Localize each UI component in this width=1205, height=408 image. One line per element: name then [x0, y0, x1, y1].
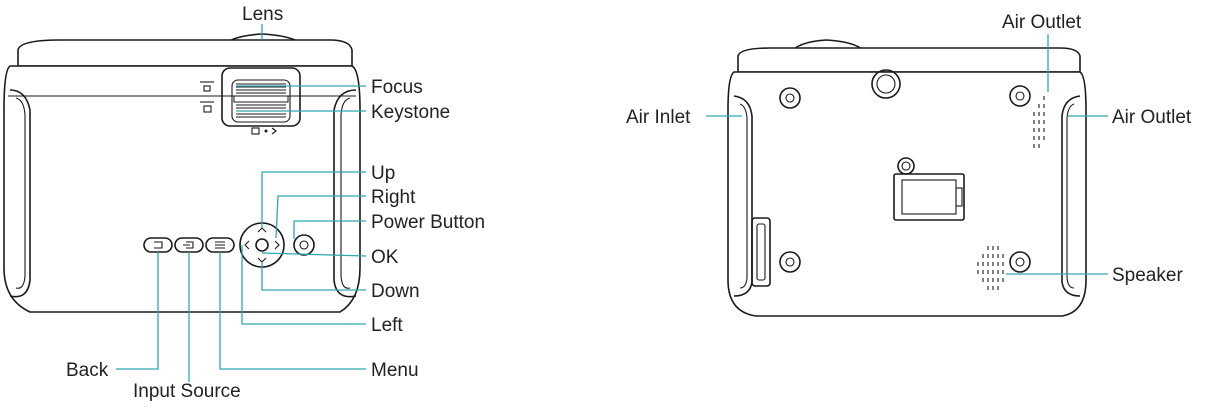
down-label: Down: [371, 281, 420, 302]
left-label: Left: [371, 315, 403, 336]
rear-body: [727, 71, 1087, 317]
rear-leader-lines: [706, 34, 1108, 275]
back-icon: [154, 241, 163, 249]
power-button[interactable]: [293, 234, 315, 256]
rear-top-rim: [737, 47, 1081, 73]
lens-label: Lens: [242, 4, 283, 25]
projector-top-view: Lens Focus Keystone Up Right Power Butto…: [3, 4, 485, 402]
focus-label: Focus: [371, 77, 423, 98]
ok-label: OK: [371, 247, 399, 268]
air-outlet-top-label: Air Outlet: [1002, 12, 1082, 33]
input-source-icon: [183, 241, 194, 249]
left-grip: [9, 89, 31, 298]
menu-label: Menu: [371, 360, 419, 381]
air-outlet-top-vent: [1033, 96, 1045, 148]
air-outlet-right-label: Air Outlet: [1112, 107, 1192, 128]
keystone-indicator-icon: [251, 127, 277, 135]
power-button-label: Power Button: [371, 212, 485, 233]
front-leader-lines: [116, 24, 367, 382]
top-rim: [17, 39, 353, 67]
projector-bottom-view: Air Outlet Air Inlet Air Outlet Speaker: [626, 12, 1192, 317]
rubber-foot: [779, 251, 801, 273]
rubber-foot: [779, 87, 801, 109]
back-label: Back: [66, 360, 109, 381]
rubber-foot: [1009, 85, 1031, 107]
input-source-label: Input Source: [133, 381, 241, 402]
focus-indicator-icon: [200, 81, 214, 113]
ok-button[interactable]: [255, 238, 269, 252]
right-label: Right: [371, 187, 416, 208]
left-arrow-icon[interactable]: [244, 240, 250, 250]
air-inlet-label: Air Inlet: [626, 107, 691, 128]
projector-body: [3, 65, 361, 313]
speaker-grille: [977, 246, 1004, 290]
up-label: Up: [371, 163, 395, 184]
compartment-cover: [893, 157, 965, 221]
rubber-foot: [1009, 251, 1031, 273]
focus-keystone-wheels[interactable]: [221, 67, 301, 127]
keystone-label: Keystone: [371, 102, 450, 123]
speaker-label: Speaker: [1112, 265, 1183, 286]
tripod-mount: [871, 69, 901, 99]
menu-icon: [215, 241, 225, 249]
right-arrow-icon[interactable]: [274, 240, 280, 250]
air-inlet-vent: [733, 95, 771, 297]
air-outlet-side-vent: [1061, 95, 1081, 297]
